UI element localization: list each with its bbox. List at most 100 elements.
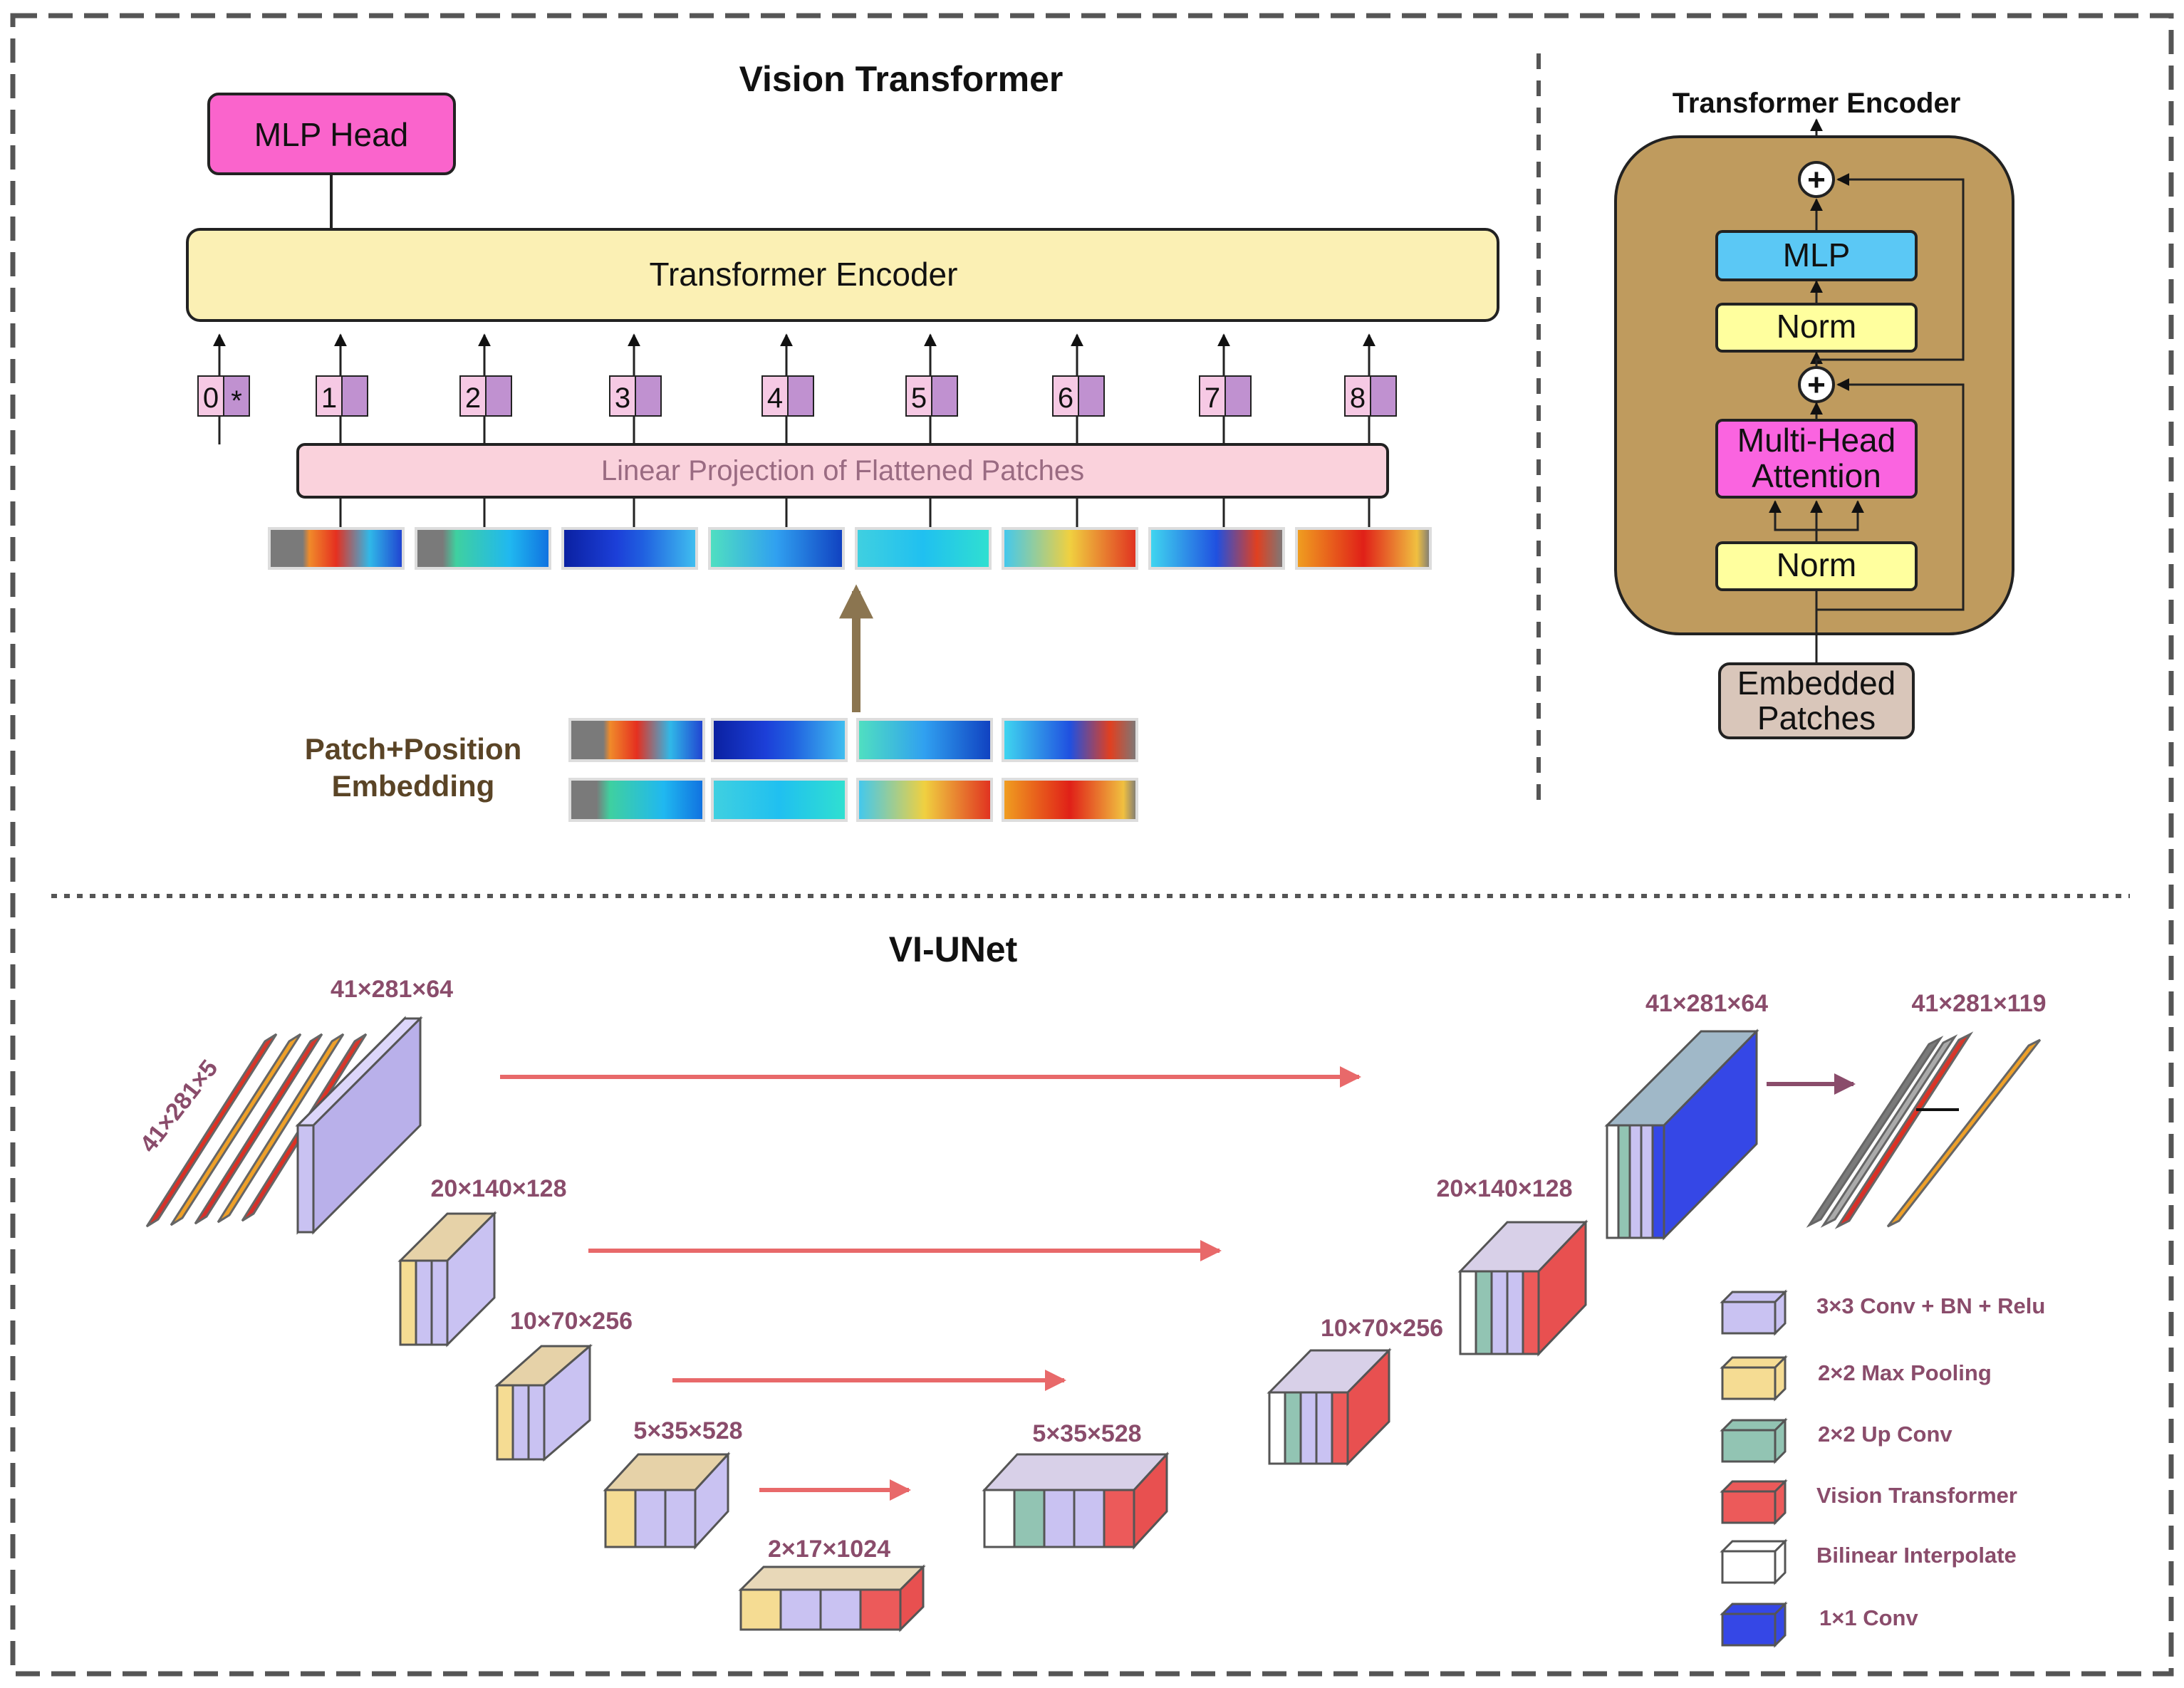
token-3: 3 [609,333,662,417]
token-stems [218,416,1371,444]
grid-patch-1 [568,718,705,762]
grid-patch-5 [568,778,705,822]
mlp-block-label: MLP [1783,236,1851,273]
enc2-block [397,1211,497,1348]
dec4-dim-label: 5×35×528 [1032,1420,1141,1447]
flattened-patches [268,527,1432,570]
bottleneck-block [738,1564,926,1632]
patch-image-6 [1002,527,1138,570]
token-8: 8 [1344,333,1397,417]
outer-frame [10,13,2174,1677]
unet-title: VI-UNet [889,929,1018,969]
token-7: 7 [1199,333,1252,417]
token-6: 6 [1052,333,1105,417]
token-5-label: 5 [911,382,927,414]
token-7-label: 7 [1205,382,1220,414]
embedding-label-line1: Patch+Position [305,732,522,766]
enc3-dim-label: 10×70×256 [510,1308,633,1335]
legend-label-bilinear: Bilinear Interpolate [1816,1543,2017,1568]
bottleneck-dim-label: 2×17×1024 [768,1536,890,1563]
encoder-detail-title: Transformer Encoder [1673,88,1961,119]
mha-label-line2: Attention [1752,457,1881,494]
norm-block-top-label: Norm [1777,308,1856,345]
cls-marker: * [231,385,242,417]
residual-plus-top: + [1798,161,1835,198]
legend-label-vit: Vision Transformer [1816,1483,2017,1508]
legend-item-upconv: 2×2 Up Conv [1720,1417,1952,1464]
embedding-label-line2: Embedding [332,769,495,803]
token-4: 4 [761,333,814,417]
grid-patch-7 [856,778,993,822]
patch-image-3 [561,527,698,570]
output-dim-label: 41×281×119 [1911,990,2046,1017]
patch-image-8 [1295,527,1432,570]
token-2-label: 2 [465,382,481,414]
legend: 3×3 Conv + BN + Relu 2×2 Max Pooling 2×2… [1720,1289,2045,1648]
patch-grid [568,718,1138,822]
embedded-patches-line1: Embedded [1737,665,1896,702]
output-stack [1806,1031,2042,1229]
patch-image-4 [708,527,845,570]
token-0-label: 0 [203,382,219,414]
token-3-label: 3 [615,382,630,414]
legend-item-conv: 3×3 Conv + BN + Relu [1720,1289,2045,1336]
svg-text:+: + [1807,162,1826,197]
dec1-block [1604,1028,1759,1241]
enc4-block [603,1452,731,1550]
dec3-block [1267,1348,1392,1466]
norm-block-top [1715,303,1918,353]
mlp-block [1715,230,1918,281]
patch-image-5 [855,527,992,570]
grid-patch-6 [711,778,848,822]
token-8-label: 8 [1350,382,1366,414]
linear-projection-box [296,443,1389,499]
token-0: 0 * [197,333,250,417]
mlp-head-label: MLP Head [254,116,409,153]
residual-connections [1815,173,1965,664]
dec3-dim-label: 10×70×256 [1321,1315,1443,1342]
enc4-dim-label: 5×35×528 [633,1417,742,1444]
legend-label-upconv: 2×2 Up Conv [1818,1422,1952,1447]
embedded-patches-box [1718,662,1915,739]
transformer-encoder-label: Transformer Encoder [650,256,958,293]
embedded-patches-line2: Patches [1757,699,1876,736]
legend-label-1x1conv: 1×1 Conv [1819,1605,1918,1630]
token-6-label: 6 [1058,382,1073,414]
mha-label-line1: Multi-Head [1737,422,1896,459]
token-row: 0 * 1 2 3 4 [197,333,1397,417]
dec4-block [982,1452,1170,1550]
input-dim-label: 41×281×5 [135,1055,223,1157]
enc1-dim-label: 41×281×64 [331,976,453,1003]
dec2-dim-label: 20×140×128 [1437,1175,1573,1202]
patch-stems [339,497,1371,528]
token-2: 2 [459,333,512,417]
legend-item-vit: Vision Transformer [1720,1479,2017,1526]
grid-patch-4 [1002,718,1138,762]
enc1-block [295,1016,423,1235]
transformer-encoder-bar [186,228,1499,322]
norm-block-bottom-label: Norm [1777,546,1856,583]
svg-text:+: + [1807,368,1826,402]
token-1-label: 1 [321,382,337,414]
residual-plus-bottom: + [1798,366,1835,403]
multi-head-attention-block [1715,419,1918,499]
legend-label-maxpool: 2×2 Max Pooling [1818,1360,1992,1385]
qkv-arrows [1769,500,1864,543]
enc2-dim-label: 20×140×128 [431,1175,567,1202]
patch-image-2 [415,527,551,570]
legend-item-bilinear: Bilinear Interpolate [1720,1538,2017,1585]
skip-connections [500,1066,1361,1501]
token-4-label: 4 [767,382,783,414]
grid-patch-8 [1002,778,1138,822]
grid-patch-3 [856,718,993,762]
token-5: 5 [905,333,958,417]
grid-patch-2 [711,718,848,762]
linear-projection-label: Linear Projection of Flattened Patches [601,455,1084,486]
token-1: 1 [316,333,368,417]
legend-item-1x1conv: 1×1 Conv [1720,1601,1918,1648]
patch-image-7 [1148,527,1285,570]
dec2-block [1457,1219,1588,1357]
legend-item-maxpool: 2×2 Max Pooling [1720,1355,1992,1402]
legend-label-conv: 3×3 Conv + BN + Relu [1816,1293,2045,1318]
